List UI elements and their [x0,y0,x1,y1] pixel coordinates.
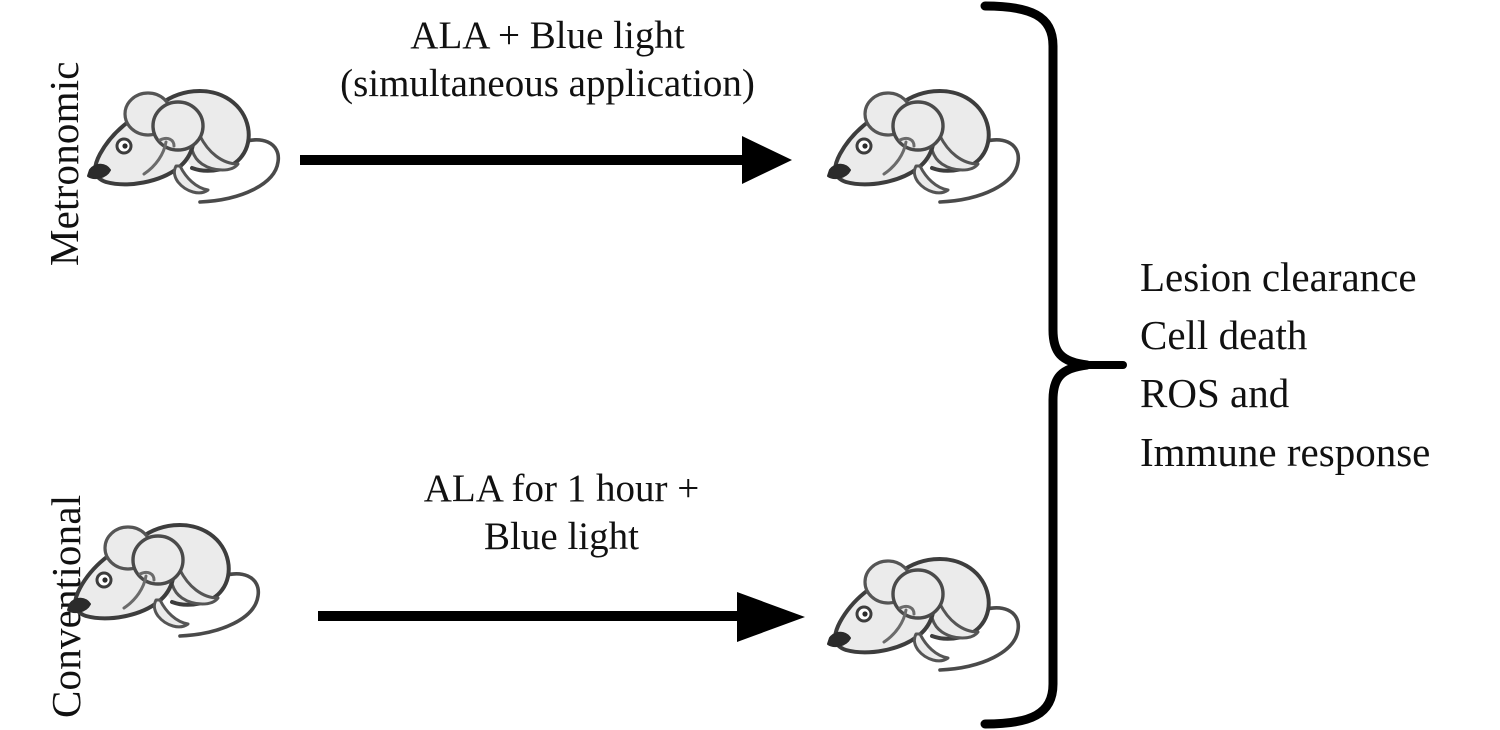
outcome-item: Cell death [1140,312,1308,359]
treatment-caption-conventional: ALA for 1 hour + Blue light [318,465,805,560]
outcome-item: ROS and [1140,370,1290,417]
caption-line-2: Blue light [484,514,639,558]
mouse-icon-conventional-before [62,508,267,644]
outcome-item: Immune response [1140,428,1431,475]
outcome-item: Lesion clearance [1140,254,1417,300]
curly-brace-icon [975,0,1130,730]
mouse-icon-conventional-after [822,542,1027,678]
mouse-icon-metronomic-before [82,74,287,210]
treatment-arrow-metronomic [298,130,798,195]
caption-line-1: ALA for 1 hour + [423,467,700,510]
caption-line-1: ALA + Blue light [410,14,685,57]
mouse-icon-metronomic-after [822,74,1027,210]
outcomes-list: Lesion clearance Cell death ROS and Immu… [1140,248,1490,481]
caption-line-2: (simultaneous application) [340,61,755,105]
treatment-arrow-conventional [316,586,816,651]
group-label-metronomic: Metronomic [41,61,87,266]
treatment-caption-metronomic: ALA + Blue light (simultaneous applicati… [300,12,795,107]
